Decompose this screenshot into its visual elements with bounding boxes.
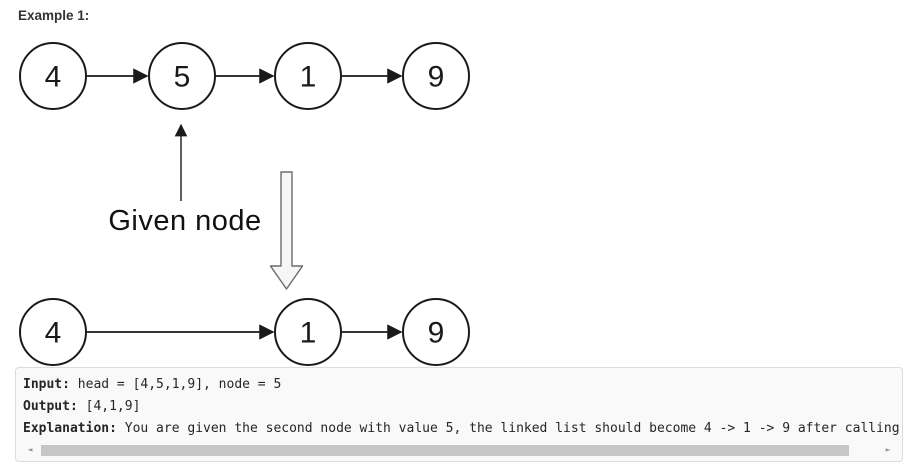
node-value: 9 — [428, 317, 445, 350]
example-heading: Example 1: — [18, 8, 90, 23]
input-label: Input: — [23, 377, 70, 392]
list-before: 4 5 1 9 — [19, 42, 470, 110]
explanation-label: Explanation: — [23, 421, 117, 436]
node-value: 5 — [174, 61, 191, 94]
example-io-block: Input: head = [4,5,1,9], node = 5 Output… — [15, 367, 903, 462]
node-value: 4 — [45, 317, 62, 350]
output-line: Output: [4,1,9] — [23, 396, 902, 418]
scroll-left-icon[interactable]: ◄ — [27, 445, 33, 454]
scrollbar-track[interactable] — [38, 444, 880, 456]
node-circle — [274, 298, 342, 366]
down-arrow-icon — [269, 171, 304, 290]
node-circle — [274, 42, 342, 110]
output-value: [4,1,9] — [77, 399, 141, 414]
input-line: Input: head = [4,5,1,9], node = 5 — [23, 374, 902, 396]
scrollbar-thumb[interactable] — [41, 444, 850, 456]
node-circle — [19, 298, 87, 366]
node-value: 4 — [45, 61, 62, 94]
given-node-label: Given node — [108, 205, 261, 237]
explanation-value: You are given the second node with value… — [116, 421, 900, 436]
explanation-line: Explanation: You are given the second no… — [23, 418, 902, 440]
node-value: 9 — [428, 61, 445, 94]
node-circle — [402, 298, 470, 366]
given-node-pointer: Given node — [108, 123, 261, 237]
list-after: 4 1 9 — [19, 298, 470, 366]
node-circle-highlighted — [148, 42, 216, 110]
node-circle — [402, 42, 470, 110]
horizontal-scrollbar[interactable]: ◄ ► — [22, 442, 896, 458]
linked-list-diagram: 4 5 1 9 Given node 4 1 9 — [19, 42, 470, 366]
input-value: head = [4,5,1,9], node = 5 — [69, 377, 282, 392]
output-label: Output: — [23, 399, 78, 414]
node-value: 1 — [300, 317, 317, 350]
node-value: 1 — [300, 61, 317, 94]
scroll-right-icon[interactable]: ► — [885, 445, 891, 454]
node-circle — [19, 42, 87, 110]
